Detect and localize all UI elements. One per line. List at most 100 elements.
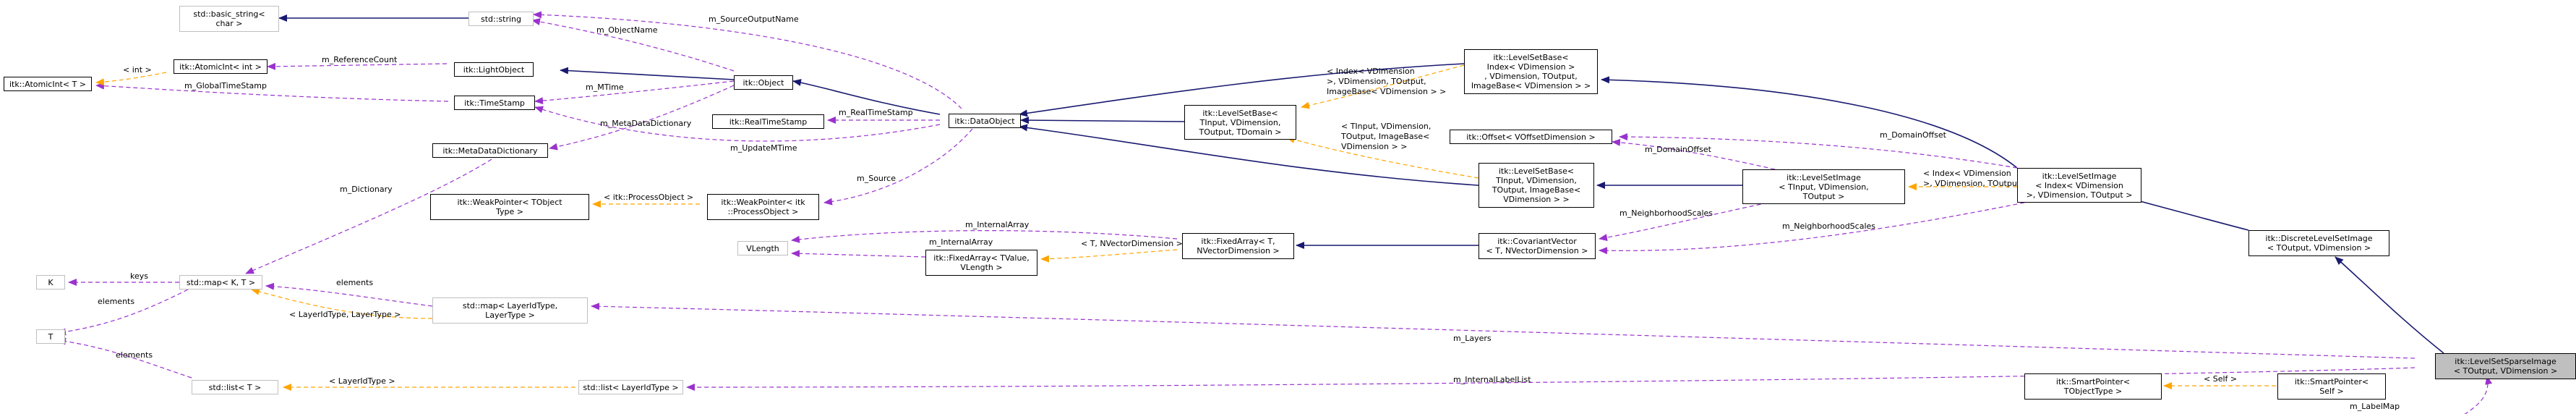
node-std-map-kt[interactable]: std::map< K, T > xyxy=(179,275,262,290)
edge-fixedarray-to-vlength xyxy=(791,229,1178,243)
node-atomicint-t[interactable]: itk::AtomicInt< T > xyxy=(4,77,92,91)
node-realtimestamp[interactable]: itk::RealTimeStamp xyxy=(712,114,824,129)
label-m-mtime: m_MTime xyxy=(586,83,624,92)
edge-levelsetbase-index-to-levelsetbase-tinput xyxy=(1301,64,1465,109)
node-lightobject[interactable]: itk::LightObject xyxy=(454,62,534,77)
node-covariantvector[interactable]: itk::CovariantVector < T, NVectorDimensi… xyxy=(1479,233,1596,259)
node-k[interactable]: K xyxy=(36,275,65,290)
node-smartpointer-tobject[interactable]: itk::SmartPointer< TObjectType > xyxy=(2024,373,2162,400)
edge-fixedarray-t-to-fixedarray-tvalue xyxy=(1040,249,1178,263)
node-offset[interactable]: itk::Offset< VOffsetDimension > xyxy=(1450,130,1612,144)
edge-smartpointer-self-to-sparse xyxy=(2464,376,2493,414)
edge-levelsetbase-tinput-image-to-levelsetbase-tinput xyxy=(1286,136,1479,179)
edge-object-to-metadatadictionary xyxy=(549,85,735,151)
edge-map-to-t xyxy=(57,289,189,336)
label-m-updatemtime: m_UpdateMTime xyxy=(730,143,797,153)
edge-levelsetimage-index-to-offset xyxy=(1619,133,2018,169)
node-levelsetbase-tinput[interactable]: itk::LevelSetBase< TInput, VDimension, T… xyxy=(1184,105,1296,140)
edge-sparse-to-discrete xyxy=(2335,256,2444,354)
label-m-neighborhoodscales-bot: m_NeighborhoodScales xyxy=(1782,221,1875,231)
node-object[interactable]: itk::Object xyxy=(734,75,793,90)
label-m-source: m_Source xyxy=(857,174,896,183)
node-fixedarray-t[interactable]: itk::FixedArray< T, NVectorDimension > xyxy=(1182,233,1294,259)
node-fixedarray-tvalue[interactable]: itk::FixedArray< TValue, VLength > xyxy=(925,250,1037,276)
node-std-string[interactable]: std::string xyxy=(468,12,534,26)
edge-levelsetimage-tinput-to-covariantvector xyxy=(1599,200,1776,242)
node-timestamp[interactable]: itk::TimeStamp xyxy=(454,96,535,110)
node-t[interactable]: T xyxy=(36,329,65,344)
label-m-referencecount: m_ReferenceCount xyxy=(322,55,398,64)
label-index-vdim-template-2: >, VDimension, TOutput > xyxy=(1923,179,2029,188)
label-m-internallabellist: m_InternalLabelList xyxy=(1453,375,1531,384)
label-m-objectname: m_ObjectName xyxy=(596,25,658,35)
label-index-template-3: ImageBase< VDimension > > xyxy=(1327,87,1446,96)
node-discretelevelsetimage[interactable]: itk::DiscreteLevelSetImage < TOutput, VD… xyxy=(2248,230,2389,256)
edge-levelsetbase-index-to-dataobject xyxy=(1019,63,1465,117)
node-levelsetimage-index[interactable]: itk::LevelSetImage < Index< VDimension >… xyxy=(2017,168,2141,203)
edge-object-to-lightobject xyxy=(560,67,735,80)
label-layeridtype-layertype: < LayerIdType, LayerType > xyxy=(289,310,401,319)
label-m-layers: m_Layers xyxy=(1453,334,1492,343)
node-dataobject[interactable]: itk::DataObject xyxy=(949,114,1021,128)
label-t-nvector-template: < T, NVectorDimension > xyxy=(1081,239,1183,248)
node-atomicint-int[interactable]: itk::AtomicInt< int > xyxy=(174,59,268,74)
edge-dataobject-to-object xyxy=(792,79,941,115)
edge-levelsetbase-tinput-to-dataobject xyxy=(1020,117,1185,124)
node-weakpointer-processobject[interactable]: itk::WeakPointer< itk ::ProcessObject > xyxy=(707,194,819,220)
label-m-domainoffset-mid: m_DomainOffset xyxy=(1645,145,1712,154)
label-m-internalarray-mid: m_InternalArray xyxy=(929,237,993,247)
label-m-domainoffset-top: m_DomainOffset xyxy=(1880,130,1947,140)
node-basic-string[interactable]: std::basic_string< char > xyxy=(179,6,279,32)
edge-map-layer-to-map xyxy=(265,282,433,307)
label-index-vdim-template-1: < Index< VDimension xyxy=(1923,169,2011,178)
label-index-template-1: < Index< VDimension xyxy=(1327,67,1415,76)
edge-atomicint-int-to-atomicint-t xyxy=(95,72,167,86)
label-m-sourceoutputname: m_SourceOutputName xyxy=(709,14,799,24)
node-levelsetbase-index[interactable]: itk::LevelSetBase< Index< VDimension > ,… xyxy=(1464,49,1598,94)
label-index-template-2: >, VDimension, TOutput, xyxy=(1327,77,1426,86)
label-tinput-template-3: VDimension > > xyxy=(1341,142,1407,151)
edge-timestamp-to-atomicint-t xyxy=(95,82,449,102)
edge-levelsetimage-tinput-to-offset xyxy=(1612,138,1776,170)
node-std-list-layerid[interactable]: std::list< LayerIdType > xyxy=(578,380,683,394)
label-processobject-template: < itk::ProcessObject > xyxy=(604,193,693,202)
edge-metadatadictionary-to-map xyxy=(245,159,492,274)
label-m-realtimestamp: m_RealTimeStamp xyxy=(839,108,913,117)
edge-sparse-to-map-layer xyxy=(591,303,2415,359)
edge-list-to-t xyxy=(57,337,192,379)
label-elements-list: elements xyxy=(116,350,153,360)
edge-fixedarray-tvalue-to-vlength xyxy=(791,250,926,258)
node-weakpointer-tobject[interactable]: itk::WeakPointer< TObject Type > xyxy=(430,194,589,220)
node-levelsetsparseimage[interactable]: itk::LevelSetSparseImage < TOutput, VDim… xyxy=(2435,353,2576,379)
label-layeridtype: < LayerIdType > xyxy=(329,376,395,386)
label-tinput-template-1: < TInput, VDimension, xyxy=(1341,122,1431,131)
label-m-dictionary: m_Dictionary xyxy=(340,185,393,194)
node-levelsetbase-tinput-image[interactable]: itk::LevelSetBase< TInput, VDimension, T… xyxy=(1479,163,1594,208)
node-levelsetimage-tinput[interactable]: itk::LevelSetImage < TInput, VDimension,… xyxy=(1742,169,1905,204)
node-vlength[interactable]: VLength xyxy=(737,241,788,255)
label-m-neighborhoodscales-mid: m_NeighborhoodScales xyxy=(1619,208,1713,218)
edge-map-layer-to-map-kt xyxy=(251,288,433,319)
label-elements-t: elements xyxy=(98,297,134,306)
edge-sparse-to-list-layerid xyxy=(686,367,2415,391)
label-m-globaltimestamp: m_GlobalTimeStamp xyxy=(184,81,267,90)
label-m-labelmap: m_LabelMap xyxy=(2350,402,2400,411)
node-std-map-layer[interactable]: std::map< LayerIdType, LayerType > xyxy=(432,297,588,324)
label-self-template: < Self > xyxy=(2204,374,2237,384)
node-metadatadictionary[interactable]: itk::MetaDataDictionary xyxy=(432,143,548,158)
edge-levelsetimage-index-to-covariantvector xyxy=(1599,200,2032,255)
label-elements-map: elements xyxy=(336,278,373,287)
label-m-internalarray-top: m_InternalArray xyxy=(965,220,1030,229)
edge-levelsetbase-tinput-image-to-dataobject xyxy=(1019,124,1479,186)
edge-object-to-string xyxy=(531,18,735,72)
node-smartpointer-self[interactable]: itk::SmartPointer< Self > xyxy=(2277,373,2386,400)
label-m-metadatadictionary: m_MetaDataDictionary xyxy=(600,119,692,128)
label-tinput-template-2: TOutput, ImageBase< xyxy=(1340,132,1429,141)
label-int-template: < int > xyxy=(123,65,152,75)
edge-object-to-timestamp xyxy=(534,80,735,105)
edge-dataobject-to-timestamp xyxy=(534,106,941,142)
edge-levelsetimage-index-to-levelsetbase-index xyxy=(1601,76,2018,169)
node-std-list-t[interactable]: std::list< T > xyxy=(192,380,278,394)
